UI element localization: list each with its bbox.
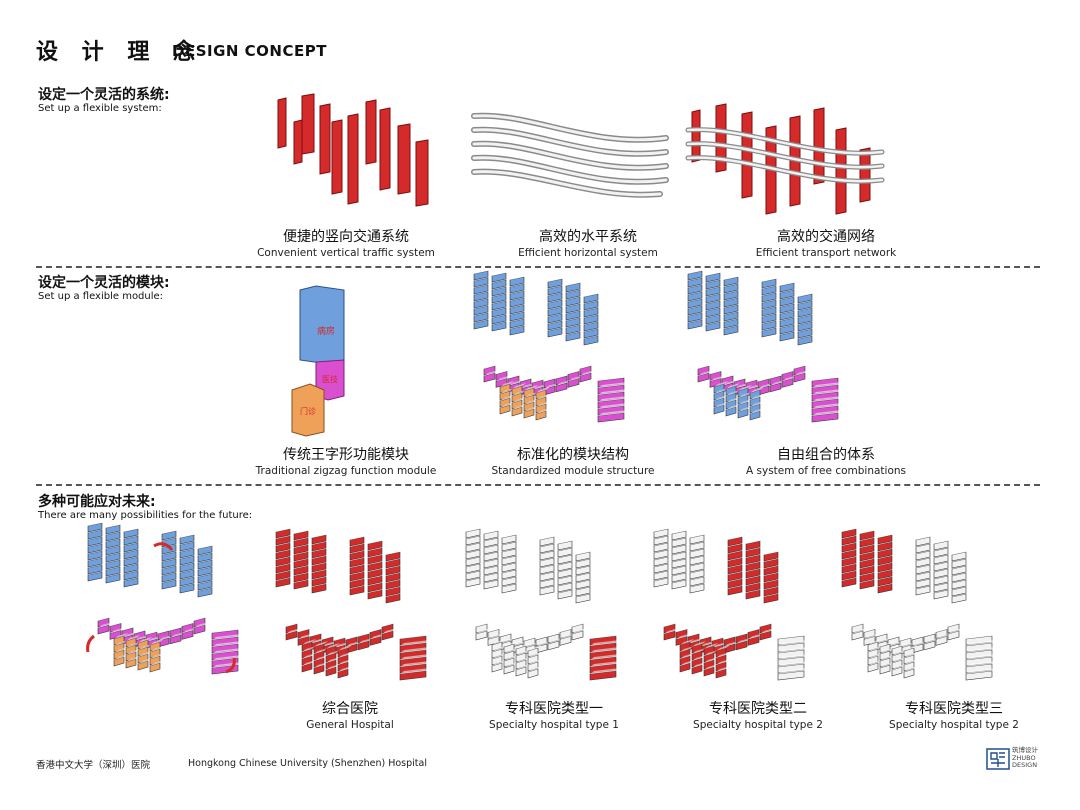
caption-horizontal-system-en: Efficient horizontal system: [468, 246, 708, 261]
caption-horizontal-system: 高效的水平系统 Efficient horizontal system: [468, 228, 708, 261]
future-base-diagram: [84, 540, 250, 690]
caption-free-combination-cn: 自由组合的体系: [706, 446, 946, 464]
caption-specialty-type3-cn: 专科医院类型三: [834, 700, 1074, 718]
rotate-arrow-left-icon: [88, 636, 94, 652]
zhubo-logo-icon: [986, 748, 1010, 770]
caption-free-combination-en: A system of free combinations: [706, 464, 946, 479]
section-divider: [36, 484, 1040, 486]
caption-free-combination: 自由组合的体系 A system of free combinations: [706, 446, 946, 479]
section-3-heading-cn: 多种可能应对未来:: [38, 491, 156, 511]
specialty-type1-diagram: [462, 546, 628, 688]
section-divider: [36, 266, 1040, 268]
footer-name-en: Hongkong Chinese University (Shenzhen) H…: [188, 758, 427, 769]
standardized-module-diagram: [470, 288, 640, 430]
section-1-heading-en: Set up a flexible system:: [38, 103, 162, 114]
caption-standardized-module: 标准化的模块结构 Standardized module structure: [453, 446, 693, 479]
caption-zigzag-module: 传统王字形功能模块 Traditional zigzag function mo…: [226, 446, 466, 479]
function-module-stack: 病房 医技 门诊: [286, 286, 366, 436]
caption-standardized-module-en: Standardized module structure: [453, 464, 693, 479]
horizontal-system-diagram: [470, 108, 670, 208]
caption-zigzag-module-en: Traditional zigzag function module: [226, 464, 466, 479]
footer-name-cn: 香港中文大学（深圳）医院: [36, 757, 150, 771]
logo-text: 筑博设计 ZHUBO DESIGN: [1012, 747, 1038, 770]
free-combination-diagram: [684, 288, 856, 430]
caption-horizontal-system-cn: 高效的水平系统: [468, 228, 708, 246]
caption-standardized-module-cn: 标准化的模块结构: [453, 446, 693, 464]
logo-line-3: DESIGN: [1012, 762, 1038, 770]
module-label-medtech: 医技: [322, 374, 338, 384]
section-1-heading-cn: 设定一个灵活的系统:: [38, 84, 170, 104]
caption-vertical-traffic-en: Convenient vertical traffic system: [226, 246, 466, 261]
caption-vertical-traffic: 便捷的竖向交通系统 Convenient vertical traffic sy…: [226, 228, 466, 261]
section-3-heading-en: There are many possibilities for the fut…: [38, 510, 252, 521]
section-2-heading-en: Set up a flexible module:: [38, 291, 163, 302]
module-label-clinic: 门诊: [300, 406, 316, 416]
transport-network-diagram: [686, 100, 886, 222]
caption-transport-network-cn: 高效的交通网络: [706, 228, 946, 246]
caption-zigzag-module-cn: 传统王字形功能模块: [226, 446, 466, 464]
caption-vertical-traffic-cn: 便捷的竖向交通系统: [226, 228, 466, 246]
section-2-heading-cn: 设定一个灵活的模块:: [38, 272, 170, 292]
general-hospital-diagram: [272, 546, 438, 688]
caption-transport-network: 高效的交通网络 Efficient transport network: [706, 228, 946, 261]
caption-specialty-type3: 专科医院类型三 Specialty hospital type 2: [834, 700, 1074, 733]
specialty-type2-diagram: [650, 546, 816, 688]
caption-transport-network-en: Efficient transport network: [706, 246, 946, 261]
caption-specialty-type3-en: Specialty hospital type 2: [834, 718, 1074, 733]
page-title-en: DESIGN CONCEPT: [172, 42, 327, 60]
vertical-traffic-diagram: [270, 92, 440, 212]
module-label-ward: 病房: [317, 325, 335, 337]
specialty-type3-diagram: [838, 546, 1004, 688]
